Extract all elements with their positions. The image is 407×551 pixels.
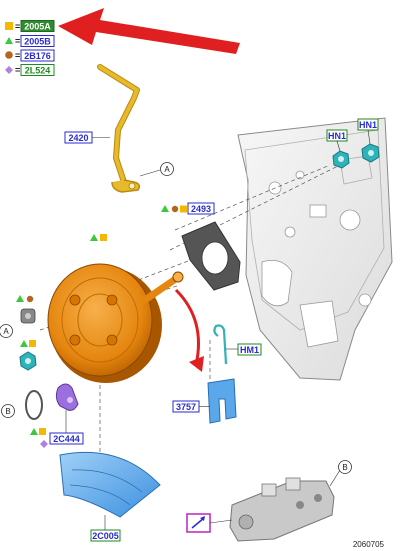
diamond-marker-icon: [5, 66, 13, 74]
reference-circle-a-top: A: [160, 162, 174, 176]
bulkhead-panel: [237, 117, 393, 381]
legend-row-2005b: = 2005B: [5, 35, 55, 47]
callout-hn1-right: HN1: [357, 118, 379, 145]
legend-code-2005a: 2005A: [24, 22, 51, 32]
legend-row-2l524: = 2L524: [5, 64, 55, 76]
legend-code-2b176: 2B176: [24, 51, 51, 61]
reference-circle-a-left: A: [0, 324, 13, 338]
svg-text:B: B: [5, 407, 10, 416]
circle-marker-icon: [5, 51, 13, 59]
svg-text:HN1: HN1: [359, 120, 377, 130]
legend-row-2b176: = 2B176: [5, 49, 55, 62]
master-cylinder: [229, 469, 341, 542]
hex-nut-right: [361, 143, 380, 163]
triangle-marker-icon: [5, 37, 13, 44]
legend-box-2005a: [20, 20, 55, 32]
callout-shield-label: 2C005: [92, 531, 119, 541]
callout-clip-pin: HM1: [226, 343, 262, 356]
svg-text:B: B: [342, 463, 347, 472]
legend-code-2l524: 2L524: [25, 66, 51, 76]
svg-text:HN1: HN1: [328, 131, 346, 141]
svg-text:A: A: [3, 327, 9, 336]
callout-boot: 2C444: [30, 410, 84, 448]
vacuum-hose: [97, 64, 161, 193]
svg-text:=: =: [15, 65, 20, 75]
booster-markers: [90, 234, 107, 241]
square-marker-icon: [5, 22, 13, 30]
boot: [55, 383, 79, 411]
svg-text:HM1: HM1: [240, 345, 259, 355]
callout-clip: 3757: [172, 400, 210, 413]
callout-hose: 2420: [64, 131, 110, 144]
legend: = 2005A = 2005B = 2B176 = 2L524: [5, 20, 55, 76]
callout-hn1-left: HN1: [326, 129, 348, 152]
reference-circle-b-left: B: [1, 404, 15, 418]
pointer-symbol-icon: [186, 513, 233, 533]
callout-hose-label: 2420: [68, 133, 88, 143]
callout-gasket-label: 2493: [191, 204, 211, 214]
legend-row-2005a: = 2005A: [5, 20, 55, 32]
retaining-clip: [207, 378, 237, 424]
callout-shield: 2C005: [90, 515, 121, 542]
red-pointer-arrow-icon: [58, 8, 240, 54]
clip-pin: [213, 324, 228, 365]
callout-boot-label: 2C444: [53, 434, 80, 444]
gasket: [181, 221, 241, 291]
red-motion-arrow-icon: [174, 288, 204, 372]
svg-text:3757: 3757: [176, 402, 196, 412]
left-fasteners: [16, 295, 37, 371]
svg-text:=: =: [15, 36, 20, 46]
brake-booster: [47, 263, 184, 383]
figure-id: 2060705: [353, 540, 385, 549]
svg-text:A: A: [164, 165, 170, 174]
callout-gasket: 2493: [161, 202, 215, 215]
legend-code-2005b: 2005B: [24, 37, 51, 47]
svg-text:=: =: [15, 22, 20, 32]
heat-shield: [59, 451, 161, 518]
o-ring: [25, 390, 43, 420]
svg-text:=: =: [15, 51, 20, 61]
reference-circle-b-right: B: [338, 460, 352, 474]
